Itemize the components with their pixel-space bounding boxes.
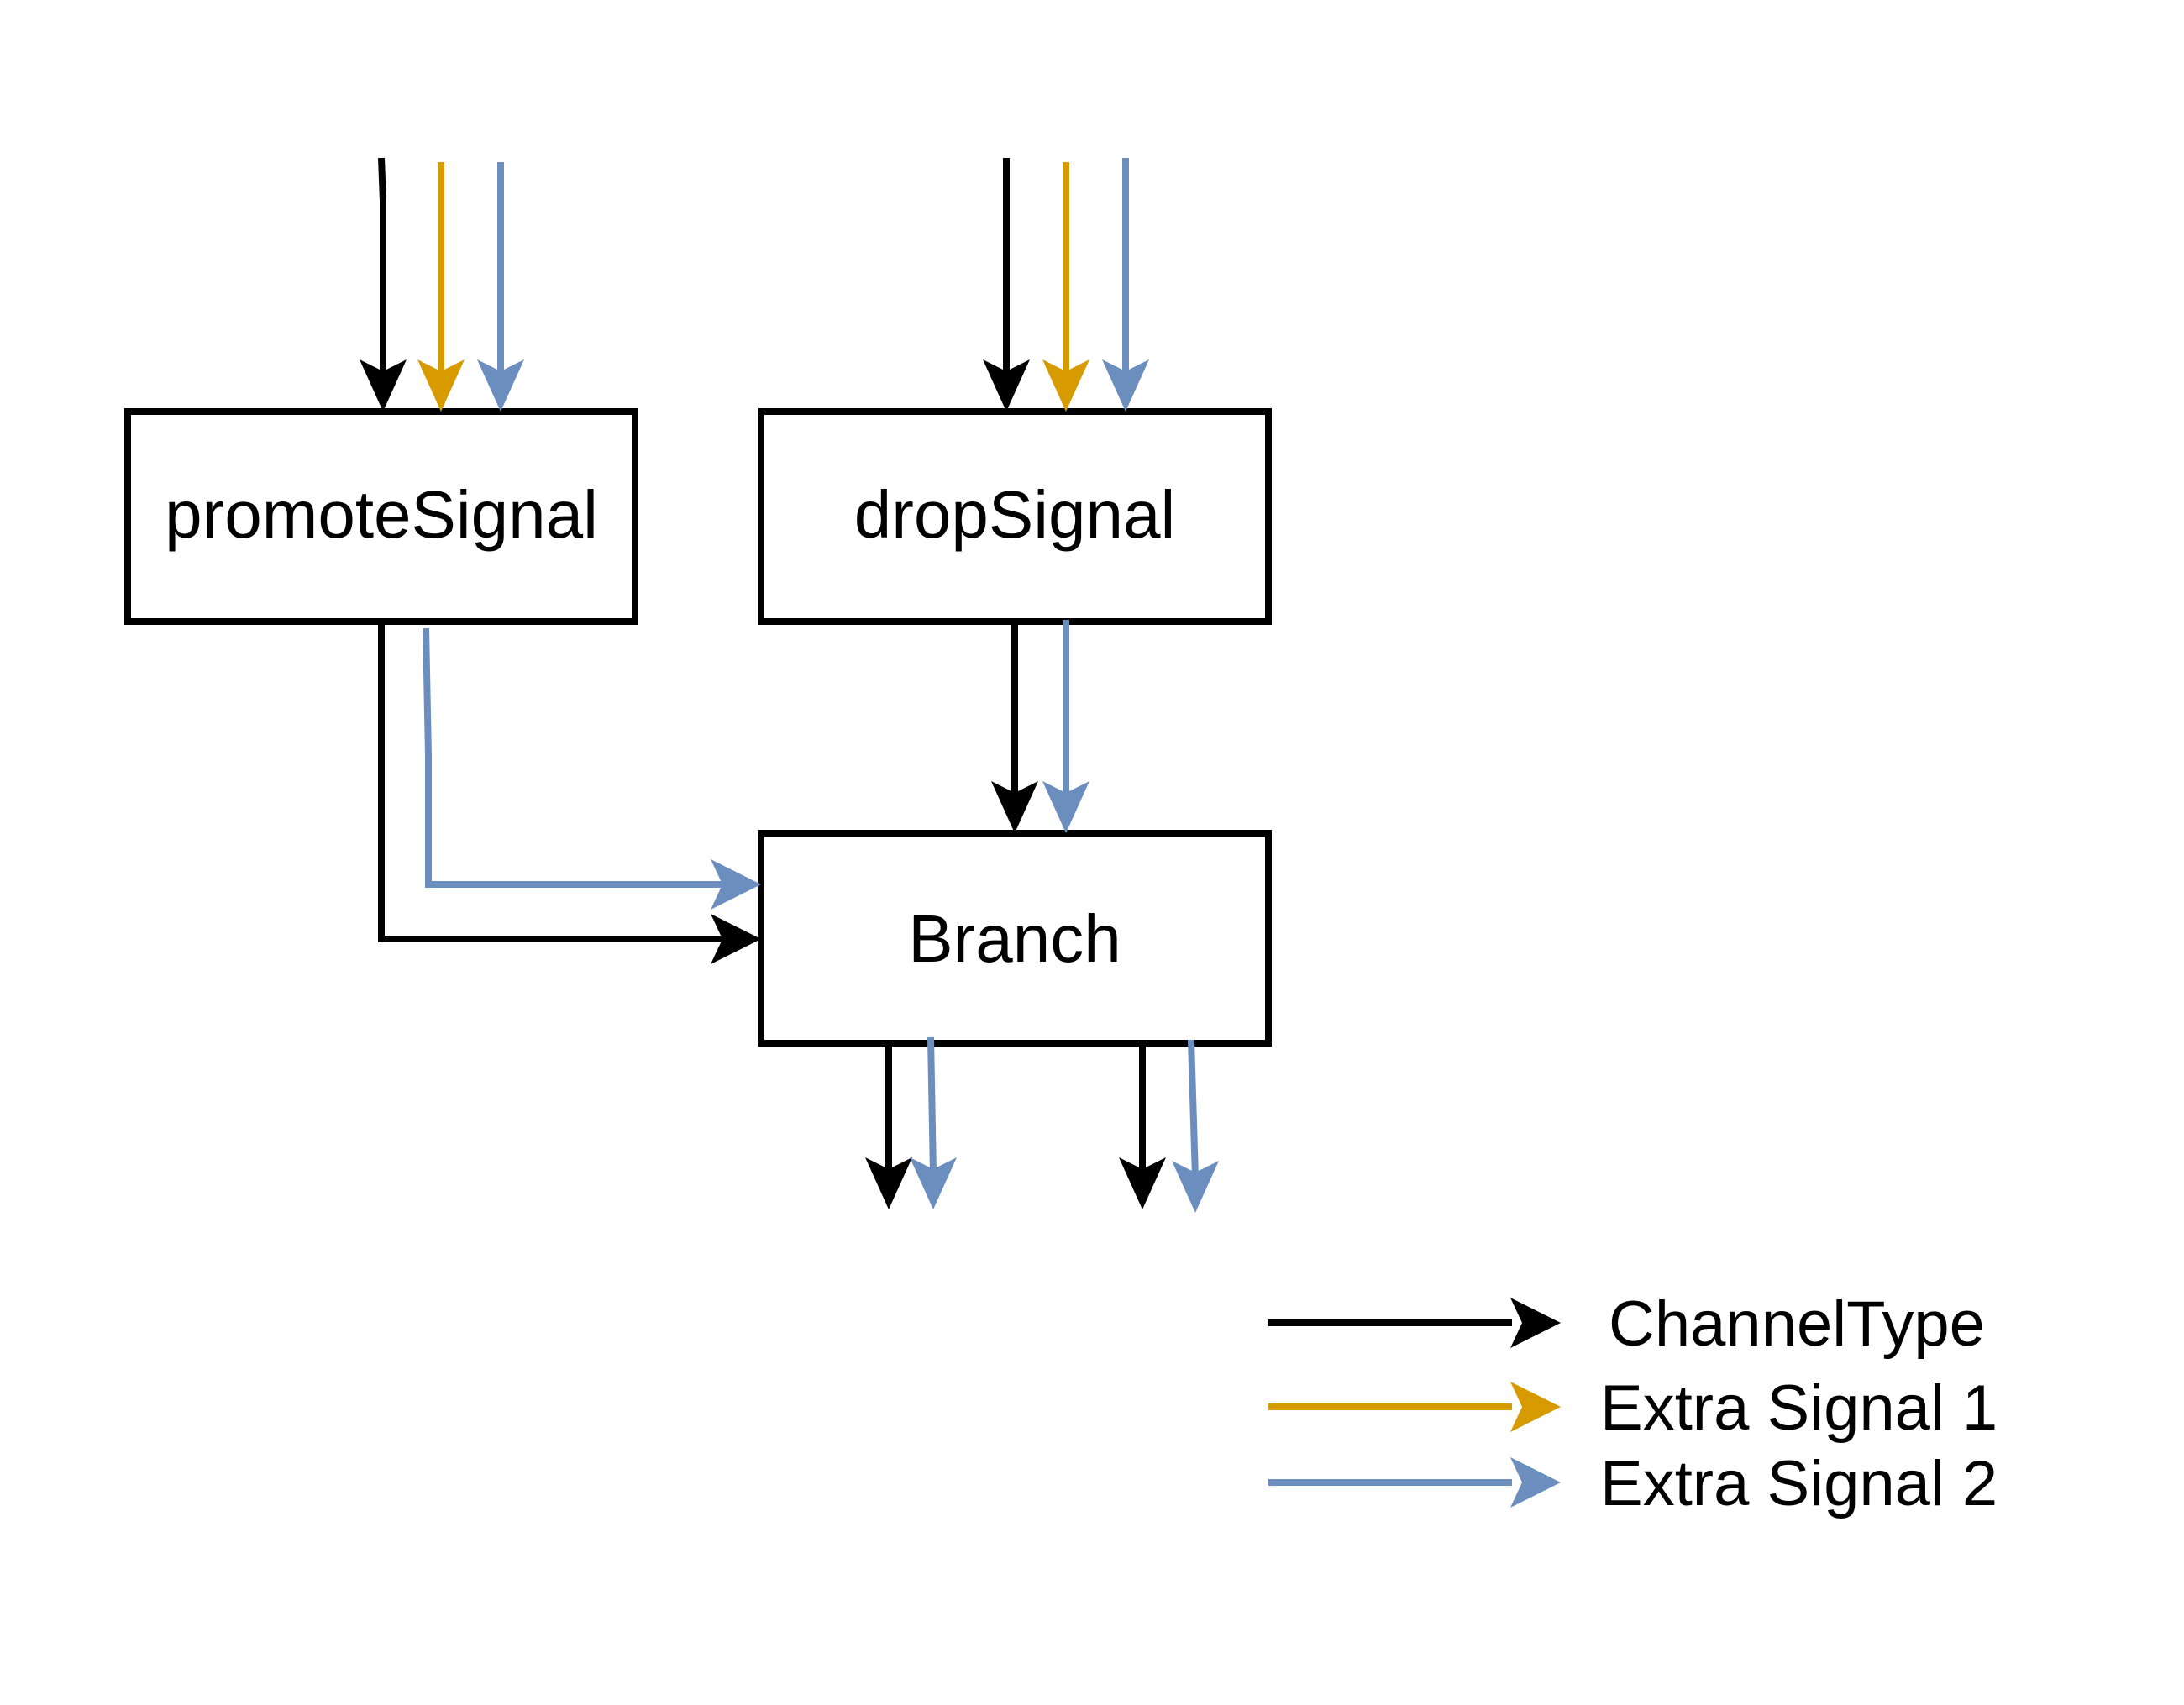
legend-extra2-label: Extra Signal 2: [1600, 1448, 1998, 1519]
legend-extra1-arrowhead: [1510, 1382, 1561, 1432]
promote-input-channel-arrow: [360, 157, 407, 412]
promote-to-branch-channel-arrow: [378, 622, 761, 964]
drop-input-extra1-arrow: [1042, 162, 1089, 412]
legend-item-extra-signal-2: Extra Signal 2: [1268, 1448, 1998, 1519]
legend-extra2-arrowhead: [1510, 1457, 1561, 1508]
drop-signal-box: [758, 408, 1272, 625]
drop-input-extra2-arrow: [1102, 158, 1149, 412]
legend-channel-arrowhead: [1510, 1298, 1561, 1348]
promote-input-extra1-arrow: [417, 162, 465, 412]
promote-to-branch-extra2-arrow: [423, 627, 761, 910]
branch-outputs: [865, 1036, 1219, 1213]
legend-extra1-label: Extra Signal 1: [1600, 1372, 1998, 1444]
drop-to-branch: [991, 620, 1089, 833]
promote-signal-block: promoteSignal: [124, 408, 638, 625]
drop-to-branch-channel-arrow: [991, 622, 1038, 833]
promote-inputs: [360, 157, 524, 412]
promote-input-extra2-arrow: [477, 162, 524, 412]
branch-output-1-extra2-arrow: [910, 1036, 957, 1209]
branch-output-1-channel-arrow: [865, 1043, 912, 1209]
drop-to-branch-extra2-arrow: [1042, 620, 1089, 833]
drop-signal-label: dropSignal: [854, 477, 1176, 552]
promote-to-branch: [378, 622, 761, 964]
legend-item-channel: ChannelType: [1268, 1288, 1985, 1360]
drop-signal-block: dropSignal: [758, 408, 1272, 625]
promote-signal-label: promoteSignal: [165, 477, 598, 552]
branch-output-2-extra2-arrow: [1172, 1039, 1219, 1213]
drop-input-channel-arrow: [983, 158, 1030, 412]
branch-label: Branch: [908, 901, 1121, 976]
legend: ChannelType Extra Signal 1 Extra Signal …: [1268, 1288, 1998, 1519]
drop-inputs: [983, 158, 1149, 412]
legend-channel-label: ChannelType: [1609, 1288, 1985, 1360]
branch-block: Branch: [758, 830, 1272, 1047]
legend-item-extra-signal-1: Extra Signal 1: [1268, 1372, 1998, 1444]
branch-output-2-channel-arrow: [1119, 1043, 1166, 1209]
promote-signal-box: [124, 408, 638, 625]
